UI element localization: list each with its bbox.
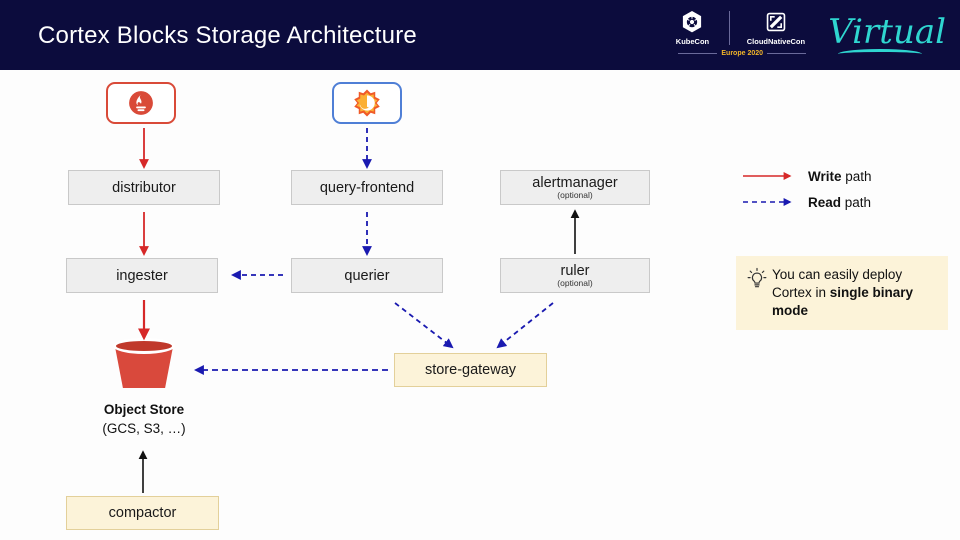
virtual-underline-swash bbox=[838, 49, 923, 54]
legend-label-write: Write path bbox=[808, 169, 872, 184]
tip-text: You can easily deploy Cortex in single b… bbox=[772, 266, 938, 319]
kubecon-cloudnativecon-lockup: KubeCon CloudNativeCon bbox=[664, 9, 814, 61]
legend: Write path Read path bbox=[742, 163, 872, 215]
legend-label-read: Read path bbox=[808, 195, 871, 210]
arrow-ruler-to-store-gateway bbox=[496, 302, 554, 349]
node-distributor[interactable]: distributor bbox=[68, 170, 220, 205]
edition-rule-right bbox=[767, 53, 807, 54]
virtual-label: Virtual bbox=[828, 12, 946, 52]
node-querier[interactable]: querier bbox=[291, 258, 443, 293]
tip-callout: You can easily deploy Cortex in single b… bbox=[736, 256, 948, 330]
arrow-querier-to-store-gateway bbox=[394, 302, 454, 349]
slide-header: Cortex Blocks Storage Architecture bbox=[0, 0, 960, 70]
read-path-line-icon bbox=[743, 198, 792, 206]
page-title: Cortex Blocks Storage Architecture bbox=[38, 22, 417, 49]
legend-strong-write: Write bbox=[808, 168, 842, 184]
prometheus-source-icon bbox=[106, 82, 176, 124]
virtual-wordmark: Virtual bbox=[828, 12, 946, 52]
legend-strong-read: Read bbox=[808, 194, 842, 210]
legend-rest-write: path bbox=[841, 168, 872, 184]
write-path-line-icon bbox=[743, 172, 792, 180]
conference-edition: Europe 2020 bbox=[678, 50, 807, 57]
prometheus-icon bbox=[129, 91, 153, 115]
node-sublabel: (optional) bbox=[557, 190, 593, 200]
legend-rest-read: path bbox=[841, 194, 872, 210]
node-compactor[interactable]: compactor bbox=[66, 496, 219, 530]
conference-logos: KubeCon CloudNativeCon bbox=[664, 6, 946, 64]
node-query-frontend[interactable]: query-frontend bbox=[291, 170, 443, 205]
node-label: querier bbox=[344, 267, 390, 284]
object-store-label: Object Store bbox=[103, 402, 185, 417]
cloudnativecon-block: CloudNativeCon bbox=[738, 9, 815, 46]
kubecon-label: KubeCon bbox=[675, 37, 710, 46]
tip-text-strong: single binary mode bbox=[772, 284, 914, 318]
node-alertmanager[interactable]: alertmanager (optional) bbox=[500, 170, 650, 205]
kubecon-block: KubeCon bbox=[664, 9, 721, 46]
node-sublabel: (optional) bbox=[557, 278, 593, 288]
cncf-square-icon bbox=[766, 12, 786, 32]
node-store-gateway[interactable]: store-gateway bbox=[394, 353, 547, 387]
edition-rule-left bbox=[678, 53, 718, 54]
node-ingester[interactable]: ingester bbox=[66, 258, 218, 293]
node-label: compactor bbox=[108, 505, 177, 521]
edition-label: Europe 2020 bbox=[721, 50, 764, 57]
node-label: store-gateway bbox=[424, 362, 517, 378]
cloudnativecon-label: CloudNativeCon bbox=[746, 37, 806, 46]
grafana-icon bbox=[354, 89, 380, 117]
kubernetes-helm-icon bbox=[683, 10, 702, 33]
tip-text-before: You can easily deploy Cortex in bbox=[772, 267, 903, 300]
object-store-sublabel: (GCS, S3, …) bbox=[102, 421, 186, 436]
object-store-bucket-icon bbox=[113, 338, 175, 388]
legend-item-read: Read path bbox=[742, 189, 872, 215]
legend-item-write: Write path bbox=[742, 163, 872, 189]
logo-divider bbox=[728, 11, 730, 45]
node-label: alertmanager bbox=[532, 175, 618, 191]
node-label: distributor bbox=[112, 179, 176, 196]
bucket-rim bbox=[113, 338, 175, 354]
node-label: ruler bbox=[560, 263, 590, 279]
node-label: query-frontend bbox=[319, 179, 415, 196]
node-ruler[interactable]: ruler (optional) bbox=[500, 258, 650, 293]
lightbulb-icon bbox=[747, 267, 767, 288]
node-label: ingester bbox=[116, 267, 168, 284]
grafana-source-icon bbox=[332, 82, 402, 124]
